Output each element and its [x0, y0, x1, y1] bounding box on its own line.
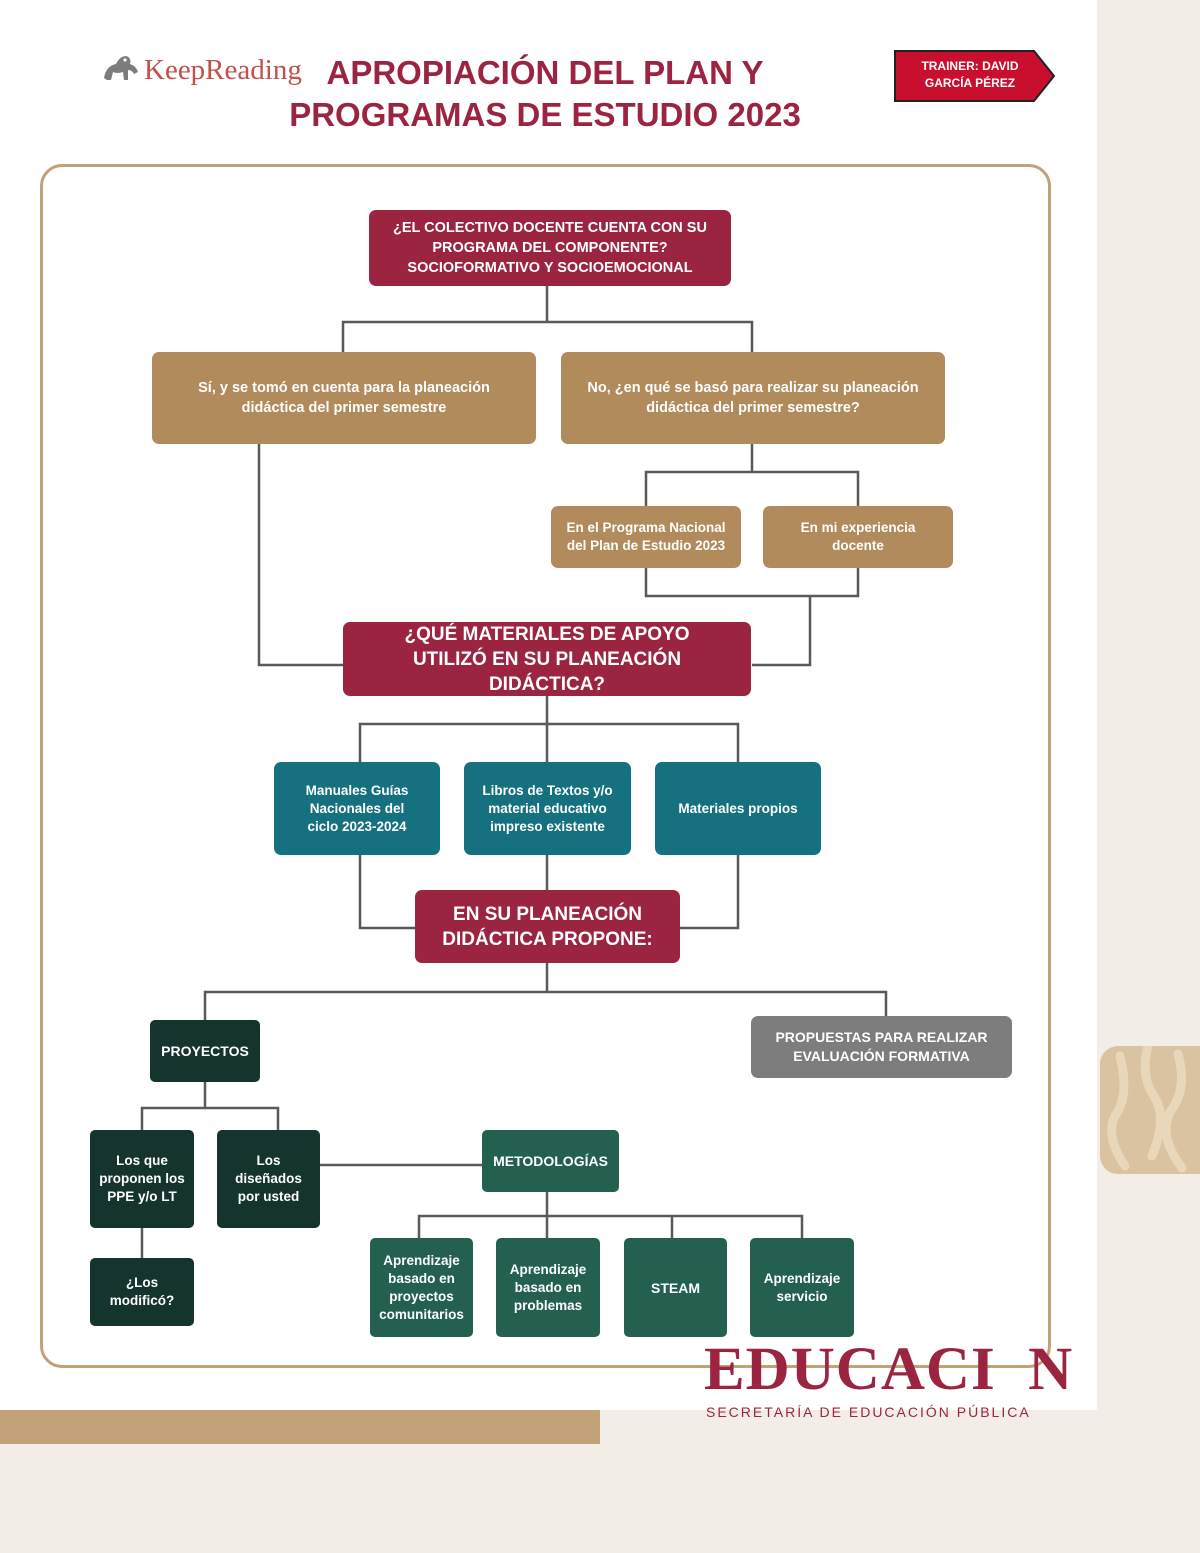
option-programa-nacional-node: En el Programa Nacional del Plan de Estu… [551, 506, 741, 568]
decorative-pattern-tab [1100, 1046, 1200, 1174]
question-propone-node: EN SU PLANEACIÓN DIDÁCTICA PROPONE: [415, 890, 680, 963]
answer-no-node: No, ¿en qué se basó para realizar su pla… [561, 352, 945, 444]
keepreading-logo: KeepReading [100, 48, 302, 92]
trainer-line1: TRAINER: DAVID [921, 59, 1019, 73]
proyectos-ppe-node: Los que proponen los PPE y/o LT [90, 1130, 194, 1228]
los-modifico-node: ¿Los modificó? [90, 1258, 194, 1326]
option-experiencia-node: En mi experiencia docente [763, 506, 953, 568]
metodo-steam-node: STEAM [624, 1238, 727, 1337]
question-programa-node: ¿EL COLECTIVO DOCENTE CUENTA CON SU PROG… [369, 210, 731, 286]
educacion-wordmark: EDUCACI N [704, 1336, 1074, 1403]
proyectos-node: PROYECTOS [150, 1020, 260, 1082]
diagram-frame [40, 164, 1051, 1368]
material-propios-node: Materiales propios [655, 762, 821, 855]
trainer-badge: TRAINER: DAVID GARCÍA PÉREZ [894, 50, 1056, 102]
animal-icon [104, 56, 138, 80]
answer-yes-node: Sí, y se tomó en cuenta para la planeaci… [152, 352, 536, 444]
metodo-problemas-node: Aprendizaje basado en problemas [496, 1238, 600, 1337]
metodo-proyectos-comunitarios-node: Aprendizaje basado en proyectos comunita… [370, 1238, 473, 1337]
page-title-line2: PROGRAMAS DE ESTUDIO 2023 [289, 96, 801, 133]
metodologias-node: METODOLOGÍAS [482, 1130, 619, 1192]
material-manuales-node: Manuales Guías Nacionales del ciclo 2023… [274, 762, 440, 855]
proyectos-disenados-node: Los diseñados por usted [217, 1130, 320, 1228]
question-materiales-node: ¿QUÉ MATERIALES DE APOYO UTILIZÓ EN SU P… [343, 622, 751, 696]
bottom-accent-bar [0, 1410, 600, 1444]
page-title-line1: APROPIACIÓN DEL PLAN Y [326, 54, 764, 91]
propuestas-evaluacion-node: PROPUESTAS PARA REALIZAR EVALUACIÓN FORM… [751, 1016, 1012, 1078]
trainer-line2: GARCÍA PÉREZ [924, 76, 1016, 90]
sep-subtitle: SECRETARÍA DE EDUCACIÓN PÚBLICA [706, 1404, 1031, 1420]
metodo-servicio-node: Aprendizaje servicio [750, 1238, 854, 1337]
page-title: APROPIACIÓN DEL PLAN Y PROGRAMAS DE ESTU… [255, 52, 835, 136]
connector-lines [140, 286, 888, 1258]
logo-text: KeepReading [144, 53, 302, 86]
material-libros-node: Libros de Textos y/o material educativo … [464, 762, 631, 855]
trainer-label: TRAINER: DAVID GARCÍA PÉREZ [902, 58, 1038, 92]
